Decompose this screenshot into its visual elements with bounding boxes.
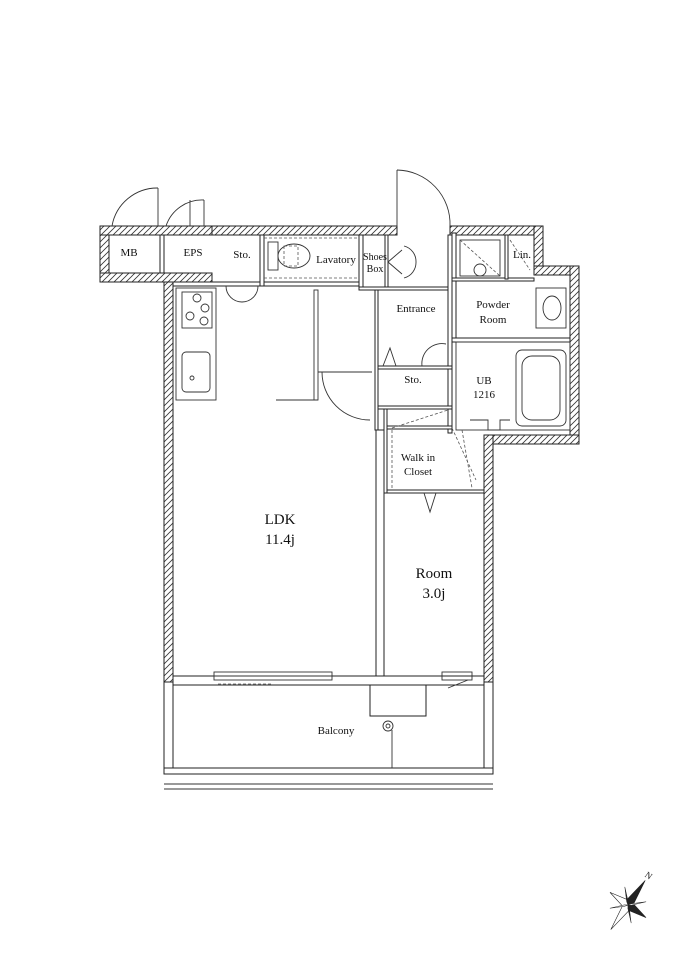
ldk-size-label: 11.4j [265,532,295,548]
bathtub-icon [515,349,567,427]
entrance-label: Entrance [396,303,435,315]
entrance-door [396,169,451,227]
shoes-box-doors [387,245,417,279]
unit-bath-label-line2: 1216 [473,389,496,401]
washbasin-icon [459,239,501,277]
walk-in-closet-label-line1: Walk in [401,452,436,464]
lavatory-label: Lavatory [316,254,356,266]
linen-label: Lin. [513,249,531,261]
room-size-label: 3.0j [423,586,446,602]
compass-north-label: N [643,870,654,882]
shoes-box-label-line1: Shoes [363,252,387,263]
windows [213,671,473,689]
sink-icon [181,351,211,393]
powder-basin-icon [535,287,567,329]
ldk-door [318,371,372,421]
balcony-structure [163,681,494,790]
entrance-step [382,343,447,367]
room-labels: MB EPS Sto. Lavatory Shoes Box Lin. Entr… [120,247,531,737]
room-label: Room [416,566,453,582]
interior-walls [172,232,571,686]
exterior-walls [99,225,580,686]
room-door [423,492,437,514]
kitchen-counter [175,287,217,401]
utility-doors [111,187,205,227]
ldk-label: LDK [265,512,296,528]
stove-icon [181,291,213,329]
unit-bath-label-line1: UB [476,375,491,387]
toilet-icon [264,237,359,279]
eps-label: EPS [184,247,203,259]
closet-rails [391,409,477,489]
mb-label: MB [120,247,137,259]
storage-mid-label: Sto. [404,374,422,386]
powder-room-label-line1: Powder [476,299,510,311]
shoes-box-label-line2: Box [367,264,384,275]
compass-rose-icon: N [609,870,655,930]
walk-in-closet-label-line2: Closet [404,466,432,478]
powder-room-label-line2: Room [480,314,507,326]
storage-top-label: Sto. [233,249,251,261]
balcony-label: Balcony [318,725,355,737]
storage-top-door [225,285,259,303]
